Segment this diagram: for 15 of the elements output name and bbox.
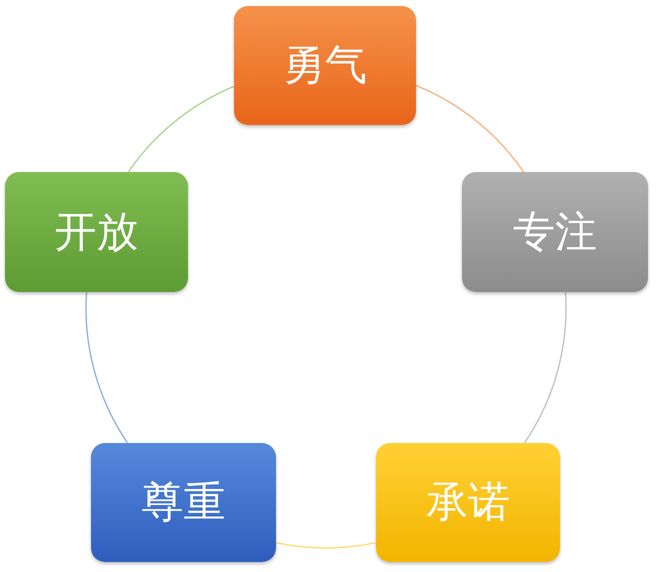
value-label: 开放 bbox=[54, 208, 138, 256]
connector-arc bbox=[128, 86, 234, 172]
value-box bbox=[376, 443, 560, 562]
connector-arc bbox=[86, 292, 128, 443]
connector-arc bbox=[416, 84, 524, 172]
value-label: 尊重 bbox=[142, 479, 226, 526]
value-box bbox=[91, 443, 276, 562]
value-label: 专注 bbox=[513, 208, 597, 256]
value-label: 勇气 bbox=[283, 42, 367, 89]
value-box bbox=[234, 6, 416, 125]
connector-arc bbox=[276, 542, 376, 549]
connector-arc bbox=[524, 292, 566, 444]
value-box bbox=[462, 172, 648, 292]
value-box bbox=[5, 172, 188, 292]
value-label: 承诺 bbox=[426, 479, 510, 526]
